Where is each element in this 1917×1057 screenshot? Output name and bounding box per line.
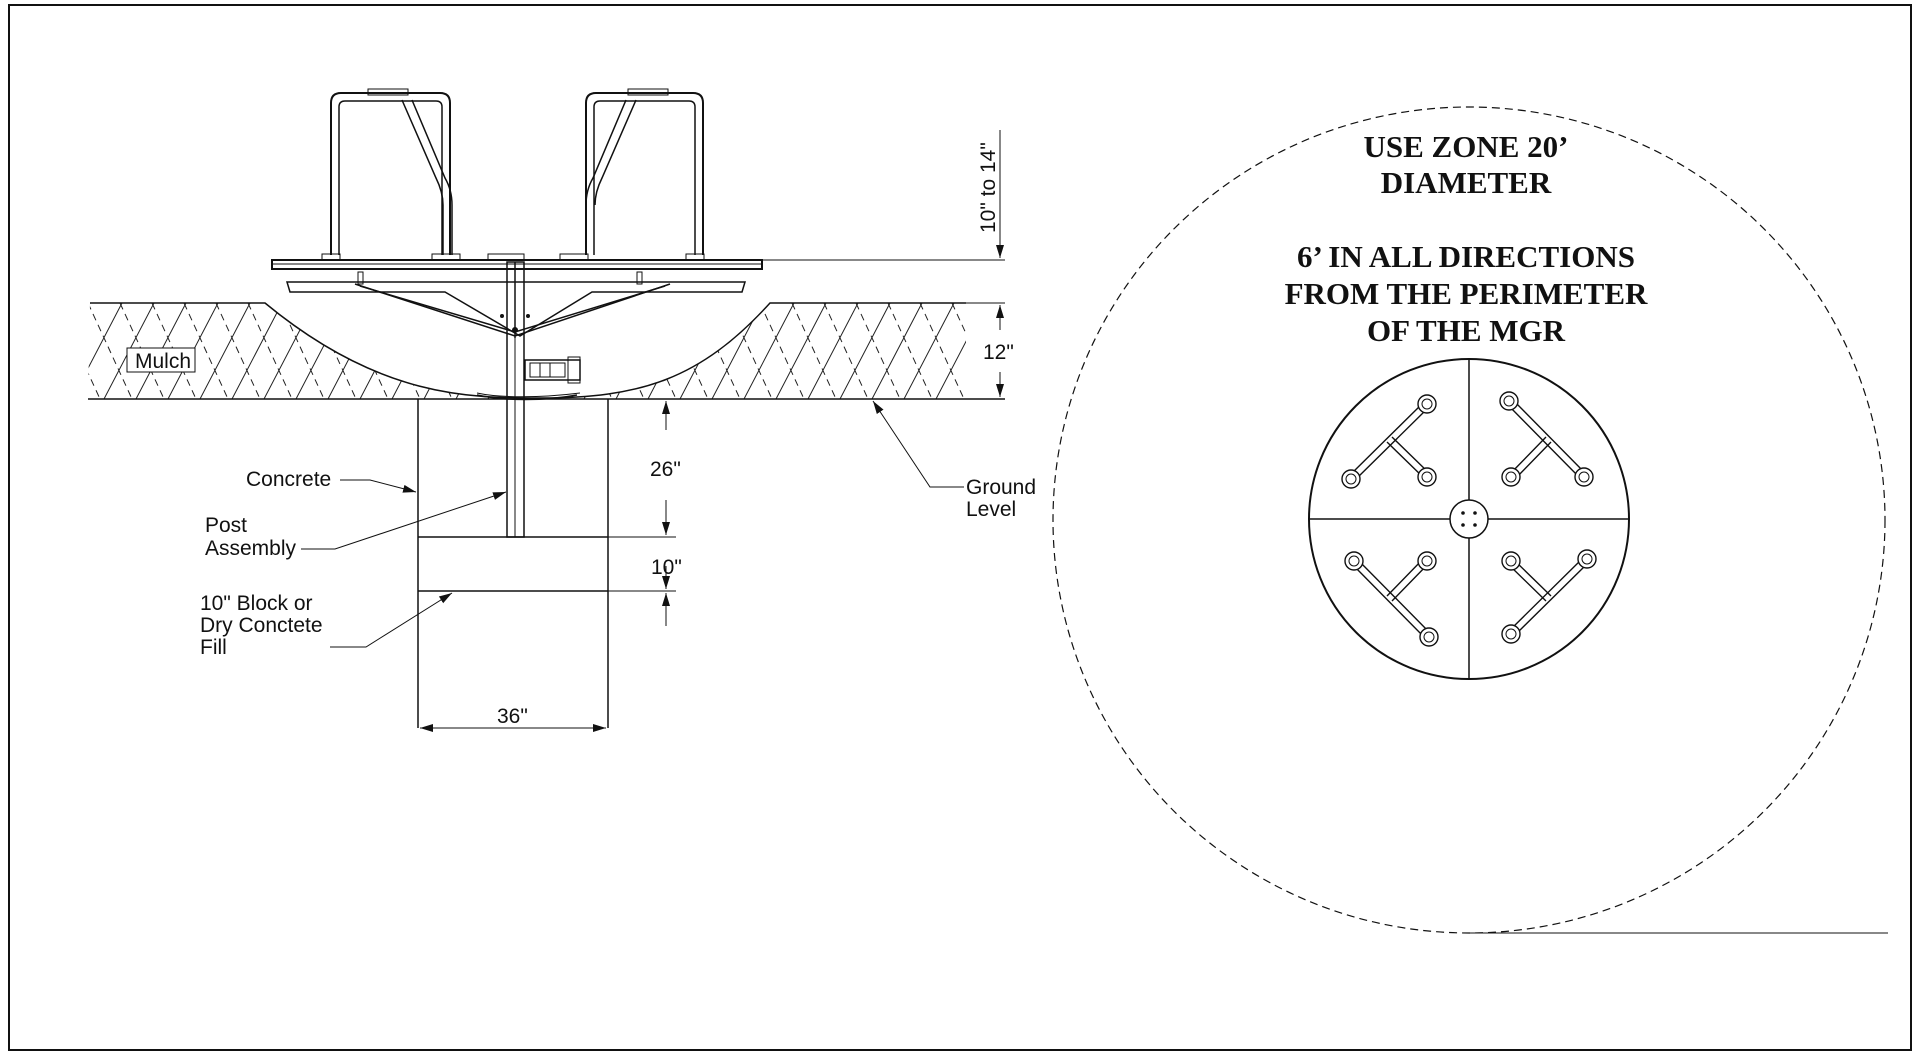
mgr-plan (1308, 358, 1630, 680)
handle-plan-icon (1341, 394, 1437, 489)
use-zone-note-line2: FROM THE PERIMETER (1285, 276, 1648, 311)
block-fill-label-line2: Dry Conctete (200, 614, 323, 637)
vertical-dimensions (420, 130, 1005, 732)
dim-seat-height: 10" to 14" (977, 142, 1000, 233)
block-fill-label-line3: Fill (200, 636, 227, 659)
ground-level-label-line2: Level (966, 498, 1016, 521)
use-zone-title-line1: USE ZONE 20’ (1364, 129, 1569, 164)
use-zone-note-line3: OF THE MGR (1367, 313, 1566, 348)
handle-left (330, 88, 453, 255)
handle-plan-icon (1501, 549, 1597, 644)
ground-level-label-line1: Ground (966, 476, 1036, 499)
dim-footing-width: 36" (497, 705, 528, 728)
mulch-label: Mulch (126, 347, 196, 373)
svg-text:Mulch: Mulch (135, 350, 191, 373)
use-zone-plan: USE ZONE 20’ DIAMETER 6’ IN ALL DIRECTIO… (1052, 106, 1888, 934)
handle-plan-icon (1344, 551, 1439, 647)
dim-block-depth: 10" (651, 556, 682, 579)
dim-footing-depth: 26" (650, 458, 681, 481)
handle-plan-icon (1499, 391, 1594, 487)
concrete-label: Concrete (246, 468, 331, 491)
handle-right (585, 88, 704, 255)
post-assembly-label-line2: Assembly (205, 537, 297, 560)
platform (271, 253, 763, 401)
use-zone-title-line2: DIAMETER (1381, 165, 1552, 200)
use-zone-note-line1: 6’ IN ALL DIRECTIONS (1297, 239, 1635, 274)
block-fill-label-line1: 10" Block or (200, 592, 313, 615)
post-assembly-label-line1: Post (205, 514, 247, 537)
section-view: 10" to 14" 12" 26" 10" 36" Mulch Concret… (88, 88, 1036, 732)
dim-mulch-depth: 12" (983, 341, 1014, 364)
concrete-footing (417, 399, 609, 728)
sheet-border (8, 4, 1912, 1051)
